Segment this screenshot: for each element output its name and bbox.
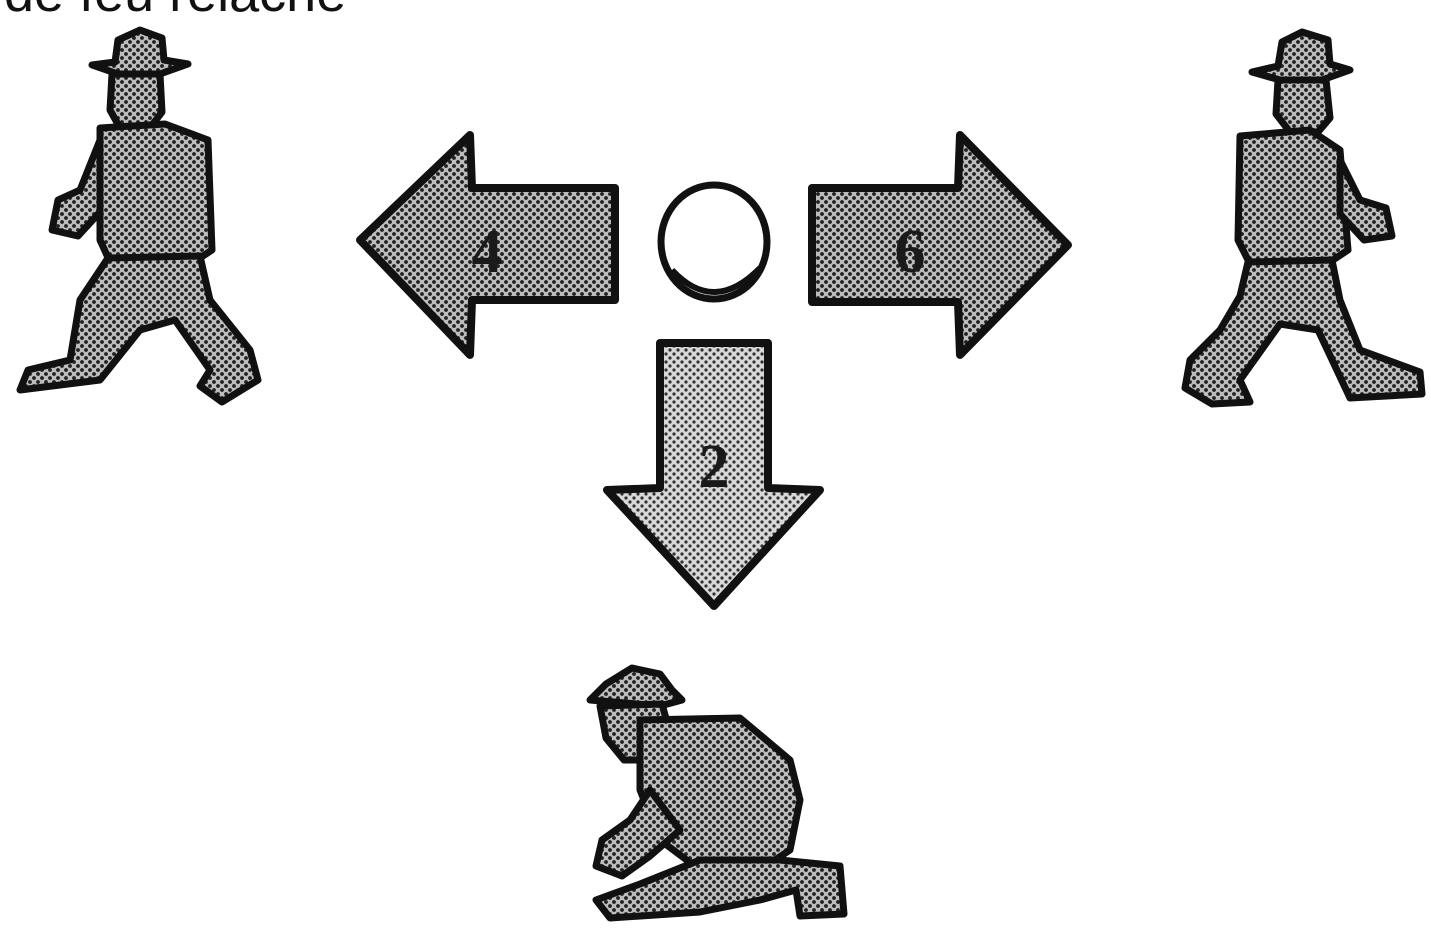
down-arrow-label: 2 bbox=[699, 433, 730, 501]
left-arrow-key-4: 4 bbox=[360, 135, 615, 355]
left-arrow-label: 4 bbox=[472, 218, 503, 286]
down-arrow-key-2: 2 bbox=[607, 343, 820, 606]
character-walking-right-icon bbox=[1185, 32, 1422, 404]
character-walking-left-icon bbox=[20, 30, 258, 402]
character-crouching-icon bbox=[590, 668, 844, 918]
right-arrow-label: 6 bbox=[895, 218, 926, 286]
right-arrow-key-6: 6 bbox=[812, 135, 1068, 355]
neutral-circle-icon bbox=[661, 185, 767, 299]
